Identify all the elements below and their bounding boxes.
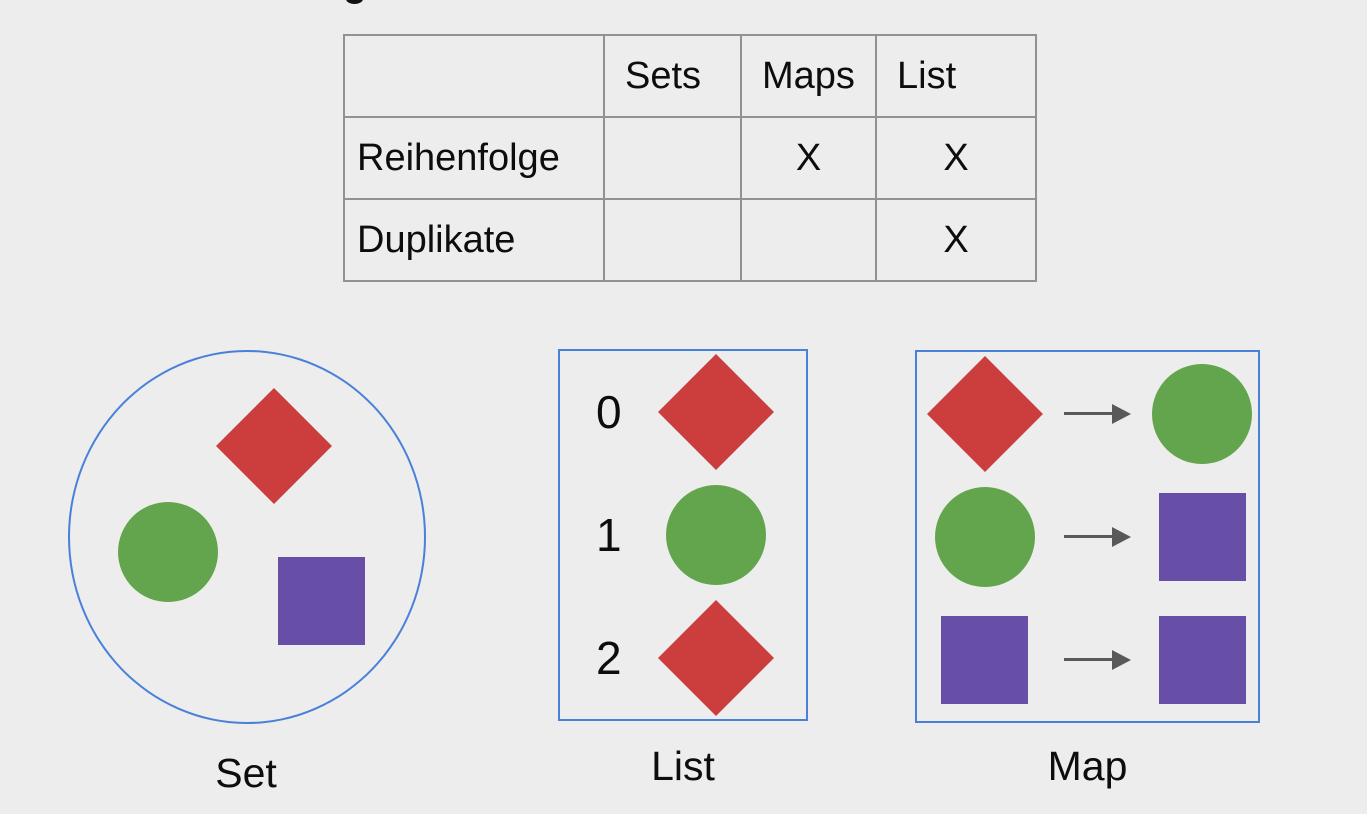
green-circle xyxy=(118,502,218,602)
red-diamond xyxy=(658,599,774,716)
green-circle xyxy=(934,486,1035,587)
list-row: 2 xyxy=(560,596,806,719)
map-caption: Map xyxy=(1047,743,1128,789)
purple-square xyxy=(1158,615,1246,704)
list-box: 0 1 2 xyxy=(558,349,808,721)
table-cell-reihenfolge-list: X xyxy=(877,118,1037,200)
arrow-right-icon xyxy=(1063,649,1131,670)
purple-square xyxy=(1158,492,1246,581)
arrow-right-icon xyxy=(1063,403,1131,424)
map-row xyxy=(917,598,1258,721)
list-row: 0 xyxy=(560,351,806,474)
table-row-label-reihenfolge: Reihenfolge xyxy=(345,118,605,200)
list-index: 1 xyxy=(596,509,622,561)
table-header-list: List xyxy=(877,36,1037,118)
map-row xyxy=(917,352,1258,475)
purple-square xyxy=(941,615,1028,704)
comparison-table: Sets Maps List Reihenfolge X X Duplikate… xyxy=(343,34,1037,282)
table-header-sets: Sets xyxy=(605,36,742,118)
list-row: 1 xyxy=(560,474,806,597)
table-cell-reihenfolge-sets xyxy=(605,118,742,200)
table-corner-cell xyxy=(345,36,605,118)
set-caption: Set xyxy=(215,750,277,796)
green-circle xyxy=(666,485,766,585)
map-row xyxy=(917,475,1258,598)
list-index: 2 xyxy=(596,631,622,684)
map-box xyxy=(915,350,1260,723)
list-caption: List xyxy=(651,743,715,789)
green-circle xyxy=(1152,363,1252,464)
table-cell-duplikate-maps xyxy=(742,200,877,282)
set-boundary-circle xyxy=(68,350,426,724)
purple-square xyxy=(278,557,365,645)
red-diamond xyxy=(658,354,774,471)
cropped-title-artifact xyxy=(346,0,363,4)
table-cell-duplikate-sets xyxy=(605,200,742,282)
list-index: 0 xyxy=(596,386,622,439)
table-cell-duplikate-list: X xyxy=(877,200,1037,282)
table-row-label-duplikate: Duplikate xyxy=(345,200,605,282)
arrow-right-icon xyxy=(1063,526,1131,547)
table-cell-reihenfolge-maps: X xyxy=(742,118,877,200)
table-header-maps: Maps xyxy=(742,36,877,118)
red-diamond xyxy=(926,355,1043,472)
